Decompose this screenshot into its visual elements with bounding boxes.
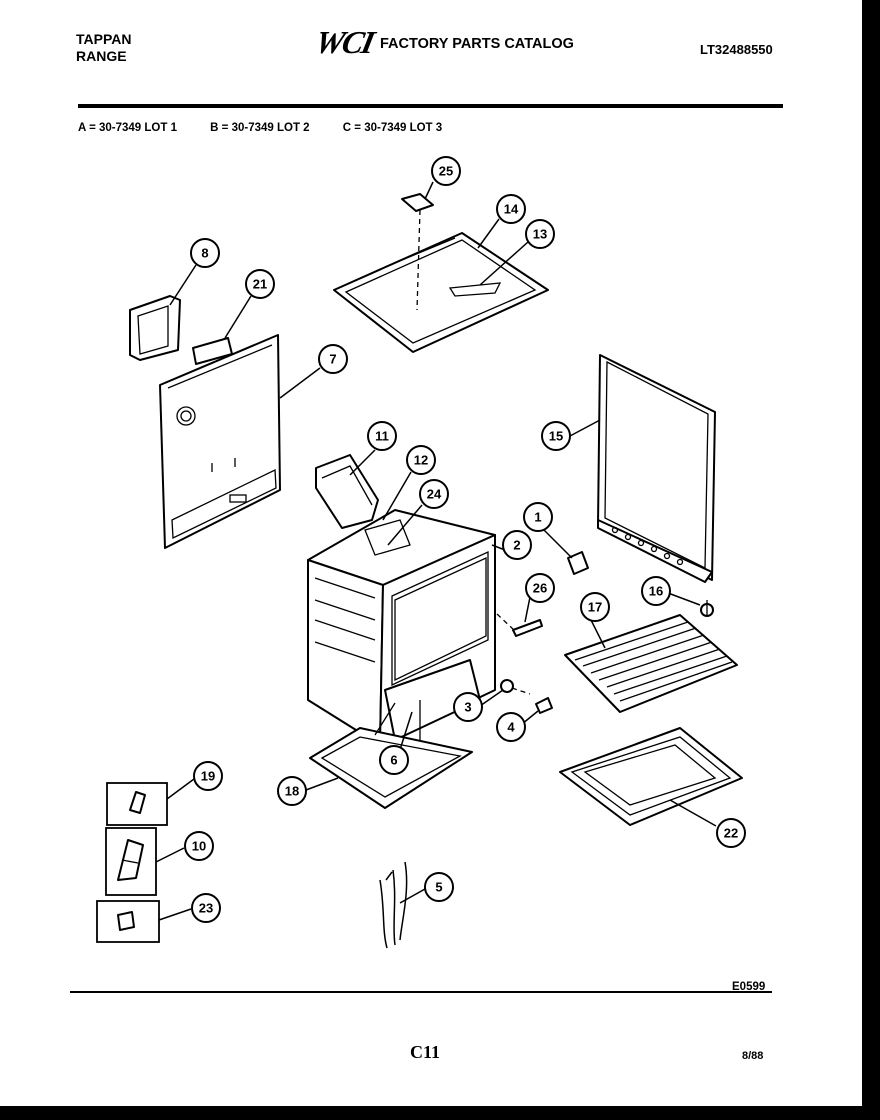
callout-label: 4 (507, 720, 515, 735)
cavity-rack-rails (314, 577, 376, 663)
callout-label: 19 (201, 769, 215, 784)
callout-label: 2 (513, 538, 520, 553)
callout-12: 12 (406, 445, 436, 475)
callout-label: 26 (533, 581, 547, 596)
fastener-3 (500, 679, 531, 695)
oven-rack-part (564, 614, 738, 713)
callout-label: 3 (464, 700, 471, 715)
brand-block: TAPPAN RANGE (76, 31, 131, 65)
fastener-4 (535, 697, 553, 714)
model-number: LT32488550 (700, 42, 773, 57)
callout-5: 5 (424, 872, 454, 902)
callout-25: 25 (431, 156, 461, 186)
callout-label: 5 (435, 880, 442, 895)
callout-label: 22 (724, 826, 738, 841)
callout-13: 13 (525, 219, 555, 249)
print-date: 8/88 (742, 1050, 764, 1062)
callout-14: 14 (496, 194, 526, 224)
callout-label: 14 (504, 202, 519, 217)
callout-4: 4 (496, 712, 526, 742)
cover-plate-part (129, 295, 181, 361)
callout-22: 22 (716, 818, 746, 848)
callout-label: 6 (390, 753, 397, 768)
callout-15: 15 (541, 421, 571, 451)
callout-label: 1 (534, 510, 541, 525)
callout-label: 16 (649, 584, 663, 599)
callout-17: 17 (580, 592, 610, 622)
callout-label: 8 (201, 246, 208, 261)
callout-10: 10 (184, 831, 214, 861)
lot-a: A = 30-7349 LOT 1 (78, 122, 177, 134)
product-type: RANGE (76, 48, 127, 64)
callout-21: 21 (245, 269, 275, 299)
catalog-title: FACTORY PARTS CATALOG (380, 36, 574, 52)
door-liner-part (597, 354, 716, 583)
drawing-code: E0599 (732, 981, 766, 993)
callout-label: 17 (588, 600, 602, 615)
bracket-part (401, 193, 434, 212)
callout-24: 24 (419, 479, 449, 509)
callout-26: 26 (525, 573, 555, 603)
callout-label: 25 (439, 164, 453, 179)
callout-label: 7 (329, 352, 336, 367)
rack-wires (574, 621, 733, 702)
scan-edge-bottom (0, 1106, 880, 1120)
header-divider (78, 104, 783, 108)
box-part-10 (105, 827, 157, 896)
lot-b: B = 30-7349 LOT 2 (210, 122, 310, 134)
callout-11: 11 (367, 421, 397, 451)
leader-lines (155, 181, 717, 921)
callout-label: 23 (199, 901, 213, 916)
callout-23: 23 (191, 893, 221, 923)
callout-label: 21 (253, 277, 267, 292)
callout-18: 18 (277, 776, 307, 806)
callout-3: 3 (453, 692, 483, 722)
box-part-19 (106, 782, 168, 826)
back-panel-part (159, 334, 281, 549)
lot-c: C = 30-7349 LOT 3 (342, 122, 443, 134)
lot-legend: A = 30-7349 LOT 1 B = 30-7349 LOT 2 C = … (78, 122, 472, 134)
vent-duct-part (315, 454, 379, 529)
callout-label: 15 (549, 429, 563, 444)
scan-edge-right (862, 0, 880, 1120)
top-panel-part (333, 209, 549, 353)
liner-holes (611, 526, 684, 566)
callout-19: 19 (193, 761, 223, 791)
callout-1: 1 (523, 502, 553, 532)
foot-16 (700, 600, 714, 617)
box-part-23 (96, 900, 160, 943)
callout-6: 6 (379, 745, 409, 775)
page-number: C11 (410, 1042, 441, 1062)
callout-label: 13 (533, 227, 547, 242)
broiler-pan-part (559, 727, 743, 826)
callout-8: 8 (190, 238, 220, 268)
callout-label: 10 (192, 839, 206, 854)
callout-2: 2 (502, 530, 532, 560)
callout-16: 16 (641, 576, 671, 606)
callout-label: 24 (427, 487, 442, 502)
callout-label: 18 (285, 784, 299, 799)
wire-harness-part (379, 861, 408, 949)
screw-26 (496, 613, 543, 637)
fastener-1 (567, 551, 589, 575)
brand-name: TAPPAN (76, 31, 132, 47)
footer-divider (70, 991, 772, 993)
callout-label: 12 (414, 453, 428, 468)
callout-label: 11 (375, 429, 389, 444)
callout-7: 7 (318, 344, 348, 374)
